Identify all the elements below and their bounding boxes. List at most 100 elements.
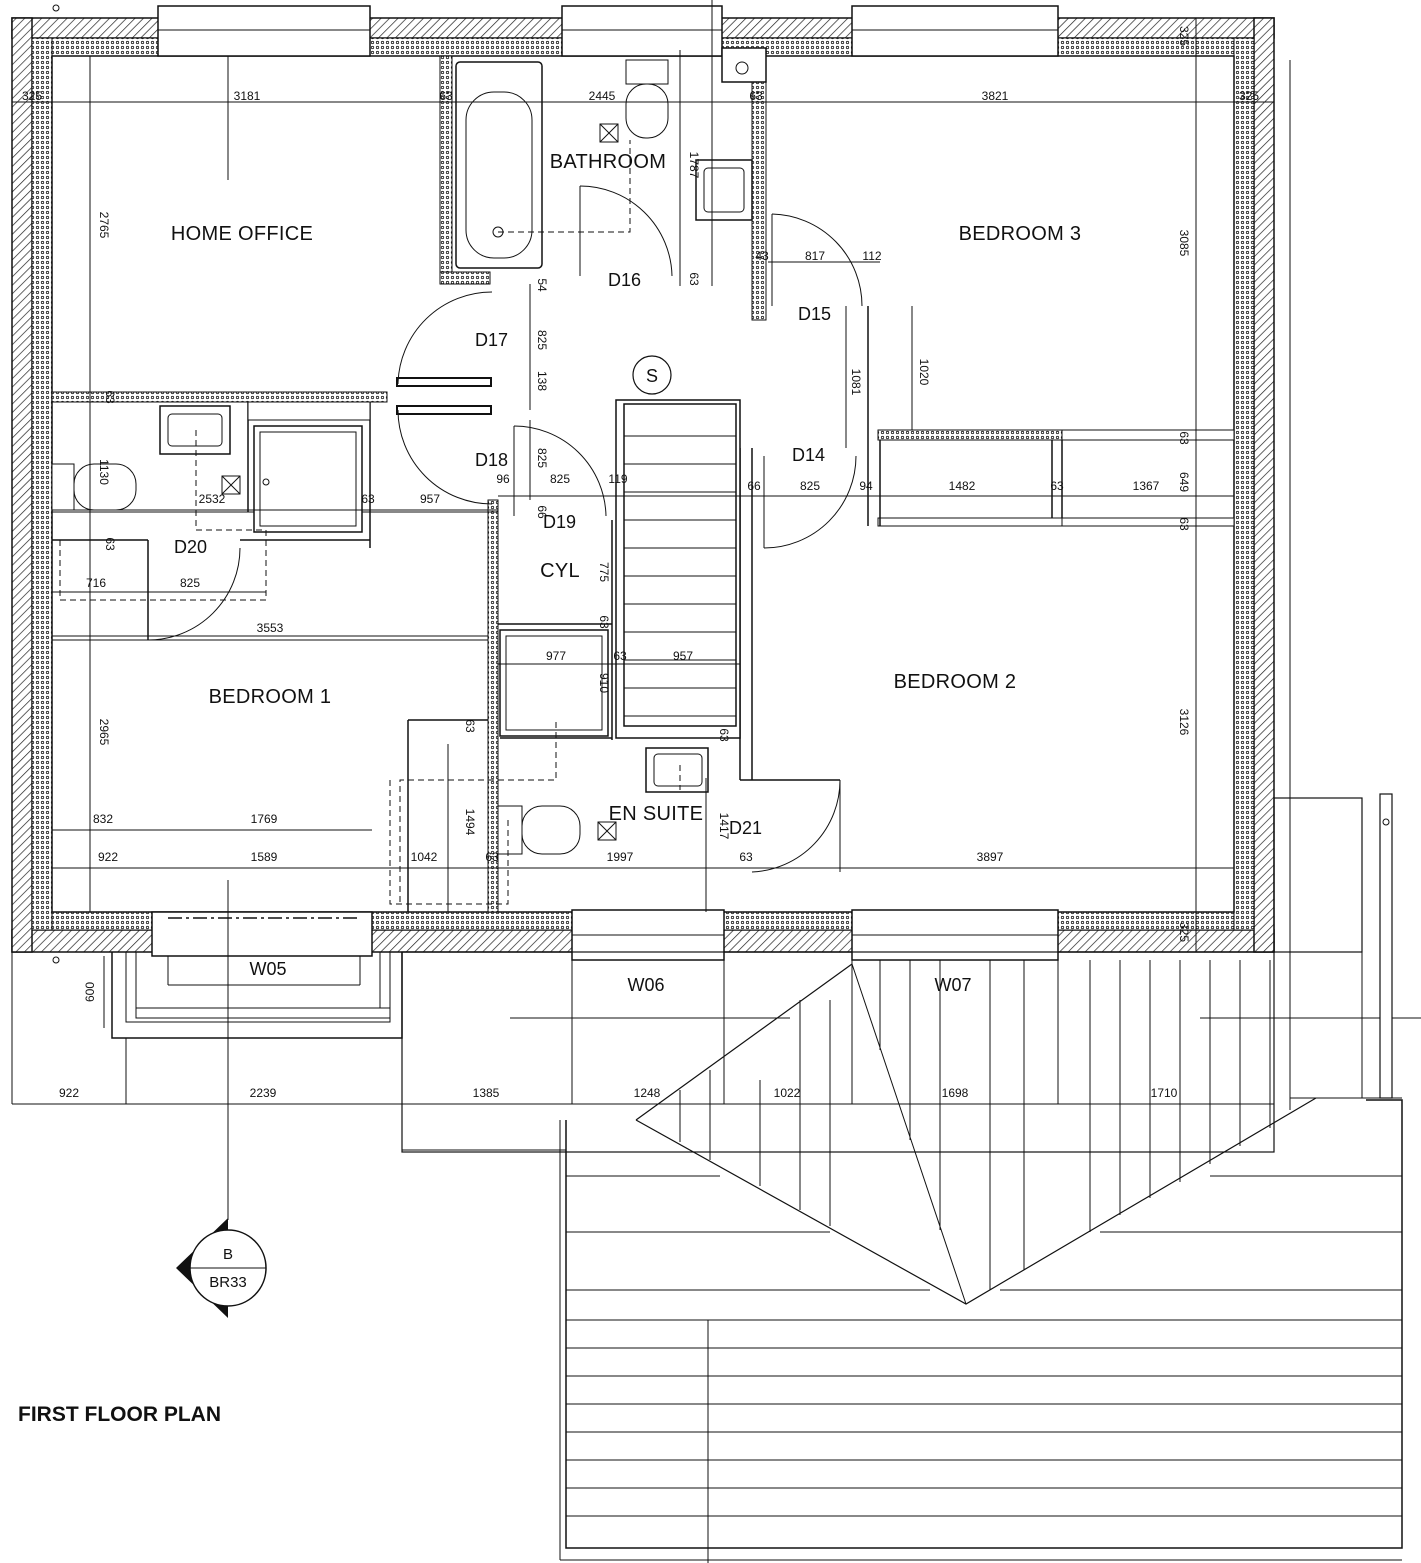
- dim-text: 957: [420, 492, 440, 506]
- dim-text: 63: [1177, 431, 1191, 445]
- dim-text: 1248: [634, 1086, 661, 1100]
- dim-text: 1494: [463, 809, 477, 836]
- dim-text: 832: [93, 812, 113, 826]
- window-label-w06: W06: [627, 975, 664, 995]
- dim-text: 1997: [607, 850, 634, 864]
- dim-text: 1482: [949, 479, 976, 493]
- dim-text: 3126: [1177, 709, 1191, 736]
- dim-text: 825: [535, 448, 549, 468]
- door-label-d21: D21: [729, 818, 762, 838]
- dim-text: 2765: [97, 212, 111, 239]
- dim-text: 1710: [1151, 1086, 1178, 1100]
- dim-text: 922: [59, 1086, 79, 1100]
- room-label-bedroom-2: BEDROOM 2: [894, 671, 1017, 693]
- dim-text: 66: [535, 505, 549, 519]
- dim-text: 325: [1177, 922, 1191, 942]
- dim-text: 54: [535, 278, 549, 292]
- dim-text: 325: [1177, 26, 1191, 46]
- dim-text: 716: [86, 576, 106, 590]
- dim-text: 63: [463, 719, 477, 733]
- dim-text: 63: [485, 850, 499, 864]
- room-label-bedroom-3: BEDROOM 3: [959, 223, 1082, 245]
- dim-text: 957: [673, 649, 693, 663]
- door-label-d14: D14: [792, 445, 825, 465]
- dim-text: 825: [550, 472, 570, 486]
- room-label-bathroom: BATHROOM: [550, 151, 666, 173]
- dim-text: 3085: [1177, 230, 1191, 257]
- door-label-d20: D20: [174, 537, 207, 557]
- dim-text: 3181: [234, 89, 261, 103]
- dim-text: 63: [717, 728, 731, 742]
- dim-text: 1020: [917, 359, 931, 386]
- dim-text: 96: [496, 472, 510, 486]
- dim-text: 63: [687, 272, 701, 286]
- dim-text: 63: [103, 390, 117, 404]
- window-label-w05: W05: [249, 959, 286, 979]
- dim-text: 1589: [251, 850, 278, 864]
- dim-text: 1042: [411, 850, 438, 864]
- dim-text: 2532: [199, 492, 226, 506]
- section-marker-sheet: BR33: [209, 1274, 247, 1291]
- dim-text: 1787: [687, 152, 701, 179]
- dim-text: 3553: [257, 621, 284, 635]
- dim-text: 2239: [250, 1086, 277, 1100]
- door-label-d16: D16: [608, 270, 641, 290]
- dim-text: 94: [859, 479, 873, 493]
- room-label-cyl: CYL: [540, 560, 580, 582]
- dim-text: 63: [597, 615, 611, 629]
- dim-text: 977: [546, 649, 566, 663]
- stair-symbol-circle: [632, 355, 672, 395]
- dim-text: 138: [535, 371, 549, 391]
- dim-text: 63: [1050, 479, 1064, 493]
- dim-text: 2965: [97, 719, 111, 746]
- dim-text: 63: [739, 850, 753, 864]
- dim-text: 910: [597, 673, 611, 693]
- dim-text: 63: [103, 537, 117, 551]
- dim-text: 2445: [589, 89, 616, 103]
- dim-text: 112: [862, 249, 881, 263]
- dim-text: 1769: [251, 812, 278, 826]
- dim-text: 63: [613, 649, 627, 663]
- dim-text: 1081: [849, 369, 863, 396]
- section-marker: [176, 1218, 267, 1318]
- door-label-d19: D19: [543, 512, 576, 532]
- window-label-w07: W07: [934, 975, 971, 995]
- door-label-d17: D17: [475, 330, 508, 350]
- dim-text: 817: [805, 249, 825, 263]
- stair-symbol: S: [646, 366, 658, 386]
- dim-text: 1130: [97, 459, 111, 485]
- dim-text: 63: [439, 89, 453, 103]
- dim-text: 63: [361, 492, 375, 506]
- dim-text: 3821: [982, 89, 1009, 103]
- dim-text: 649: [1177, 472, 1191, 492]
- dimension-lines: [11, 0, 1291, 1220]
- dim-text: 3897: [977, 850, 1004, 864]
- dim-text: 1417: [717, 813, 731, 840]
- drawing-title: FIRST FLOOR PLAN: [18, 1403, 221, 1426]
- dim-text: 775: [597, 562, 611, 582]
- staircase: [623, 403, 737, 727]
- dim-text: 825: [800, 479, 820, 493]
- dim-text: 1022: [774, 1086, 801, 1100]
- roof-area: [401, 793, 1421, 1563]
- dim-text: 325: [1239, 89, 1259, 103]
- door-swings: [147, 185, 863, 873]
- room-label-home-office: HOME OFFICE: [171, 223, 313, 245]
- door-label-d18: D18: [475, 450, 508, 470]
- dim-text: 825: [535, 330, 549, 350]
- dim-text: 63: [1177, 517, 1191, 531]
- dim-text: 922: [98, 850, 118, 864]
- dim-text: 1367: [1133, 479, 1160, 493]
- dim-text: 43: [755, 249, 769, 263]
- door-label-d15: D15: [798, 304, 831, 324]
- dim-text: 63: [749, 89, 763, 103]
- dim-text: 1698: [942, 1086, 969, 1100]
- section-marker-letter: B: [223, 1246, 233, 1263]
- room-label-bedroom-1: BEDROOM 1: [209, 686, 332, 708]
- dim-text: 119: [608, 472, 627, 486]
- dim-text: 66: [747, 479, 761, 493]
- dim-text: 600: [83, 982, 97, 1002]
- dim-text: 825: [180, 576, 200, 590]
- dim-text: 325: [22, 89, 42, 103]
